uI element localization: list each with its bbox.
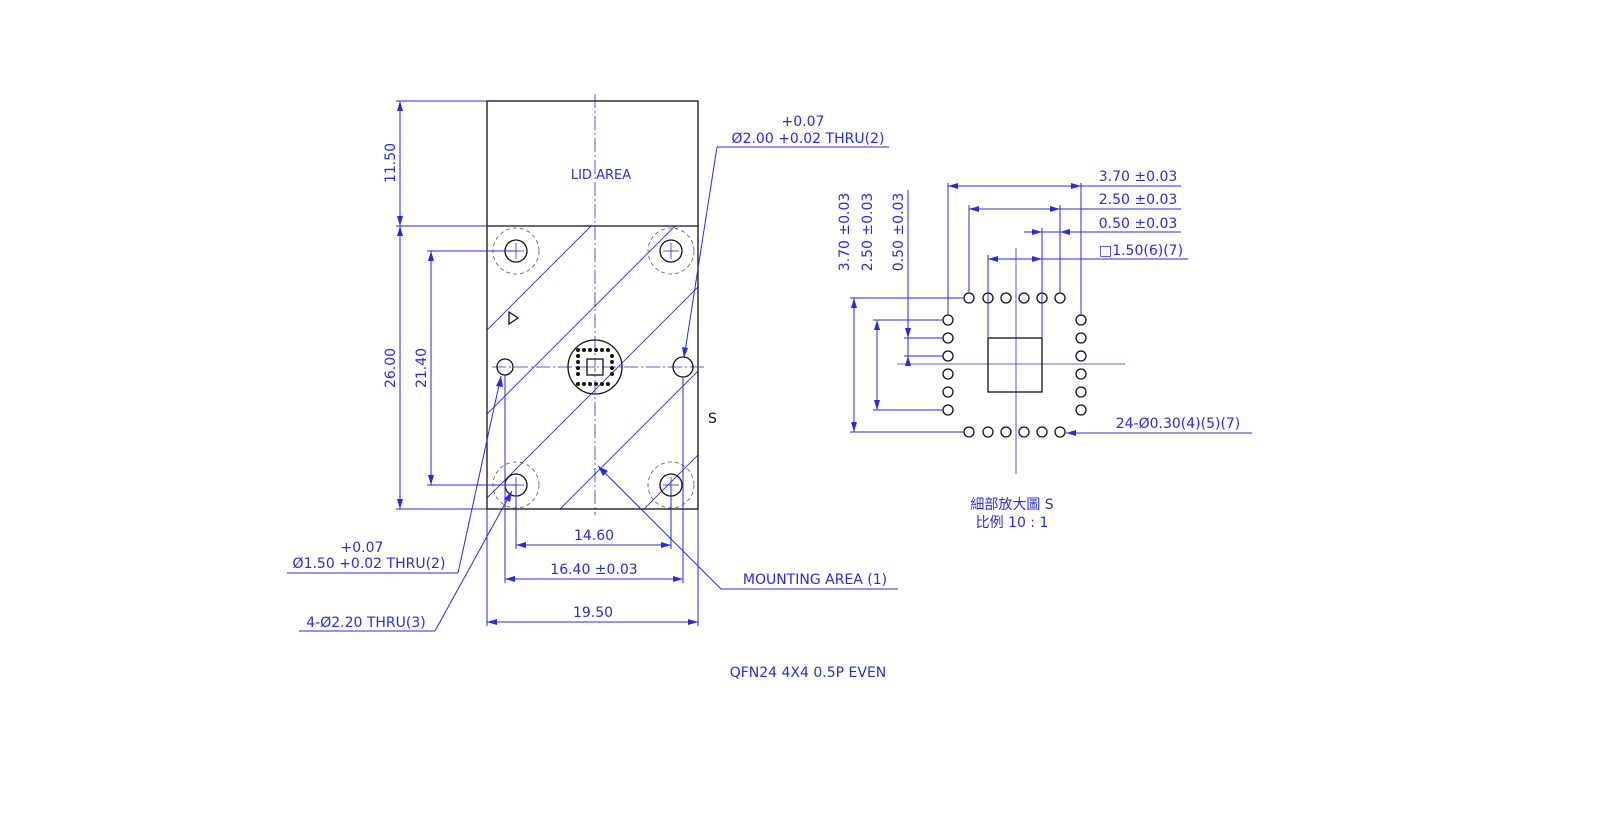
dim-0-50-vertical: 0.50 ±0.03 xyxy=(891,190,943,366)
leader-pads: 24-Ø0.30(4)(5)(7) xyxy=(1066,416,1252,436)
svg-text:□1.50(6)(7): □1.50(6)(7) xyxy=(1099,243,1183,259)
leader-hole-200: +0.07 Ø2.00 +0.02 THRU(2) xyxy=(682,114,889,359)
part-outline xyxy=(486,100,699,510)
pad-row-top xyxy=(963,292,1066,304)
dim-0-50-horizontal: 0.50 ±0.03 xyxy=(1024,216,1181,293)
svg-text:+0.07: +0.07 xyxy=(782,114,825,130)
svg-text:19.50: 19.50 xyxy=(573,605,613,621)
svg-text:14.60: 14.60 xyxy=(574,528,614,544)
dim-3-70-horizontal: 3.70 ±0.03 xyxy=(947,169,1181,315)
svg-text:3.70 ±0.03: 3.70 ±0.03 xyxy=(1099,169,1178,185)
center-pad-square xyxy=(987,337,1043,393)
dim-26-00: 26.00 xyxy=(383,225,487,510)
leader-mounting-area: MOUNTING AREA (1) xyxy=(597,465,898,590)
dim-2-50-horizontal: 2.50 ±0.03 xyxy=(968,192,1181,293)
dim-2-50-vertical: 2.50 ±0.03 xyxy=(860,193,943,411)
chip-footprint xyxy=(567,339,623,395)
pin1-triangle-icon xyxy=(508,310,520,326)
mounting-hole-top-right xyxy=(647,227,695,275)
dim-16-40: 16.40 ±0.03 xyxy=(504,375,684,583)
svg-text:11.50: 11.50 xyxy=(383,143,399,183)
svg-text:4-Ø2.20 THRU(3): 4-Ø2.20 THRU(3) xyxy=(306,615,426,631)
pad-col-left xyxy=(942,314,954,416)
detail-view-s: 3.70 ±0.03 2.50 ±0.03 0.50 ±0.03 □1.50(6… xyxy=(837,169,1252,531)
svg-text:24-Ø0.30(4)(5)(7): 24-Ø0.30(4)(5)(7) xyxy=(1116,416,1241,432)
drawing-title: QFN24 4X4 0.5P EVEN xyxy=(730,665,887,681)
detail-title: 細部放大圖 S xyxy=(970,497,1053,513)
leader-hole-220: 4-Ø2.20 THRU(3) xyxy=(299,490,513,632)
svg-text:3.70 ±0.03: 3.70 ±0.03 xyxy=(837,193,853,272)
dim-21-40: 21.40 xyxy=(414,250,516,486)
lid-area-label: LID AREA xyxy=(571,168,631,183)
dim-square-1-50: □1.50(6)(7) xyxy=(987,243,1188,338)
hatch-mounting-area xyxy=(487,226,698,509)
svg-text:26.00: 26.00 xyxy=(383,348,399,388)
svg-text:2.50 ±0.03: 2.50 ±0.03 xyxy=(1099,192,1178,208)
pad-col-right xyxy=(1075,314,1087,416)
svg-text:21.40: 21.40 xyxy=(414,348,430,388)
svg-text:0.50 ±0.03: 0.50 ±0.03 xyxy=(891,193,907,272)
svg-text:2.50 ±0.03: 2.50 ±0.03 xyxy=(860,193,876,272)
pad-row-bottom xyxy=(963,426,1066,438)
detail-scale: 比例 10 : 1 xyxy=(976,515,1049,531)
svg-text:0.50 ±0.03: 0.50 ±0.03 xyxy=(1099,216,1178,232)
svg-text:Ø1.50 +0.02 THRU(2): Ø1.50 +0.02 THRU(2) xyxy=(293,556,446,572)
leader-hole-150: +0.07 Ø1.50 +0.02 THRU(2) xyxy=(287,375,503,574)
dim-11-50: 11.50 xyxy=(383,100,487,226)
dim-3-70-vertical: 3.70 ±0.03 xyxy=(837,193,964,433)
svg-text:Ø2.00 +0.02 THRU(2): Ø2.00 +0.02 THRU(2) xyxy=(732,131,885,147)
svg-text:+0.07: +0.07 xyxy=(341,540,384,556)
svg-text:MOUNTING AREA (1): MOUNTING AREA (1) xyxy=(743,572,887,588)
dim-19-50: 19.50 xyxy=(486,509,699,626)
section-mark: S xyxy=(708,411,717,427)
svg-text:16.40 ±0.03: 16.40 ±0.03 xyxy=(550,562,637,578)
dim-14-60: 14.60 xyxy=(515,485,672,549)
